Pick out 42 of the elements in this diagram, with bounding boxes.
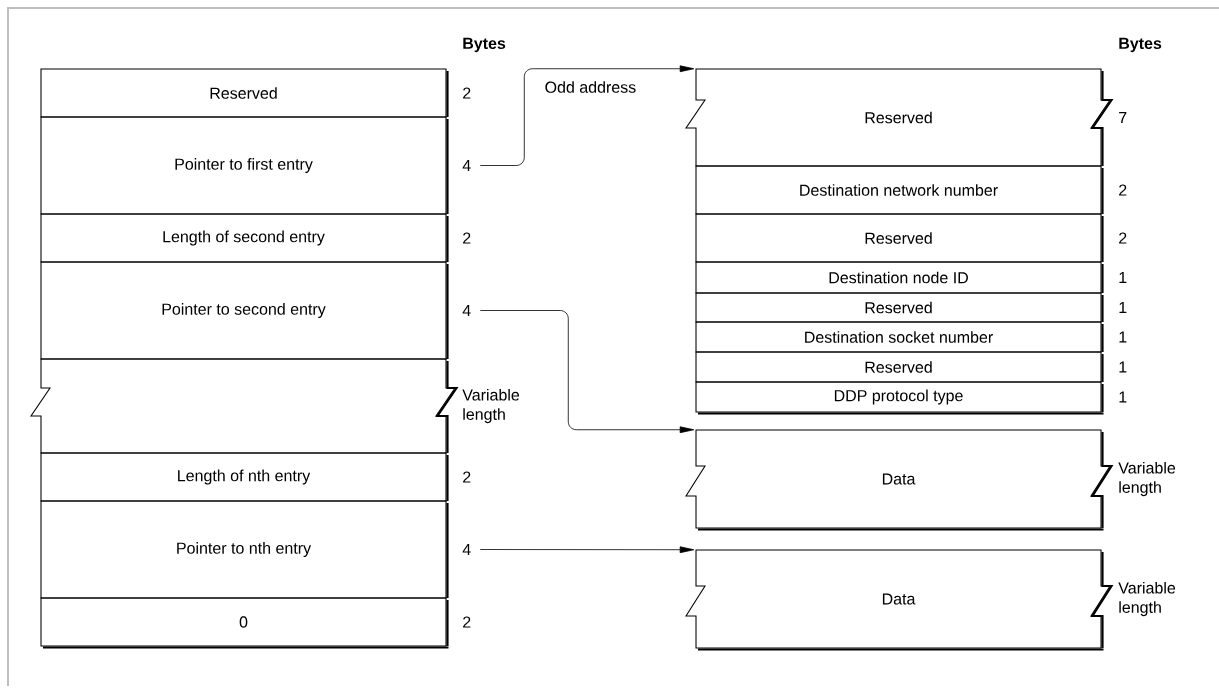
- byte-count: 2: [463, 471, 471, 483]
- field-row: Data: [685, 549, 1114, 651]
- byte-count: 4: [462, 544, 471, 555]
- byte-count: 2: [1119, 232, 1127, 244]
- byte-count: 4: [462, 305, 471, 316]
- byte-count: 2: [463, 87, 471, 99]
- field-row: Destination socket number: [695, 321, 1104, 353]
- field-row: DDP protocol type: [695, 381, 1104, 415]
- field-row: Data: [685, 429, 1114, 531]
- variable-field-row: [30, 358, 459, 454]
- field-row: Pointer to nth entry: [40, 500, 449, 599]
- byte-count: 1: [1119, 331, 1127, 343]
- column-heading: Bytes: [463, 37, 506, 53]
- field-row: Reserved: [40, 68, 449, 118]
- field-row: Reserved: [695, 292, 1104, 323]
- field-row: Destination network number: [695, 165, 1104, 215]
- byte-count: 2: [463, 616, 471, 628]
- field-row: 0: [40, 597, 449, 649]
- byte-count: 1: [1119, 272, 1127, 283]
- byte-count: 7: [1119, 112, 1127, 123]
- byte-count: 2: [463, 232, 471, 244]
- byte-count: Variable length: [462, 388, 520, 424]
- field-row: Length of second entry: [40, 213, 449, 263]
- column-heading: Bytes: [1119, 37, 1162, 53]
- arrow: [479, 310, 695, 434]
- field-row: Reserved: [695, 351, 1104, 383]
- field-row: Length of nth entry: [40, 452, 449, 502]
- byte-count: Variable length: [1118, 581, 1176, 617]
- field-row: Pointer to first entry: [40, 116, 449, 215]
- field-row: Reserved: [685, 68, 1114, 167]
- byte-count: Variable length: [1118, 461, 1176, 497]
- field-row: Reserved: [695, 213, 1104, 263]
- arrow: [479, 65, 695, 166]
- edge-label: Odd address: [543, 79, 638, 95]
- field-row: Destination node ID: [695, 261, 1104, 294]
- byte-count: 1: [1119, 361, 1127, 373]
- field-row: Pointer to second entry: [40, 261, 449, 360]
- byte-count: 4: [462, 160, 471, 171]
- byte-count: 1: [1119, 302, 1127, 313]
- byte-count: 2: [1119, 184, 1127, 196]
- byte-count: 1: [1119, 391, 1127, 403]
- arrow: [479, 546, 695, 554]
